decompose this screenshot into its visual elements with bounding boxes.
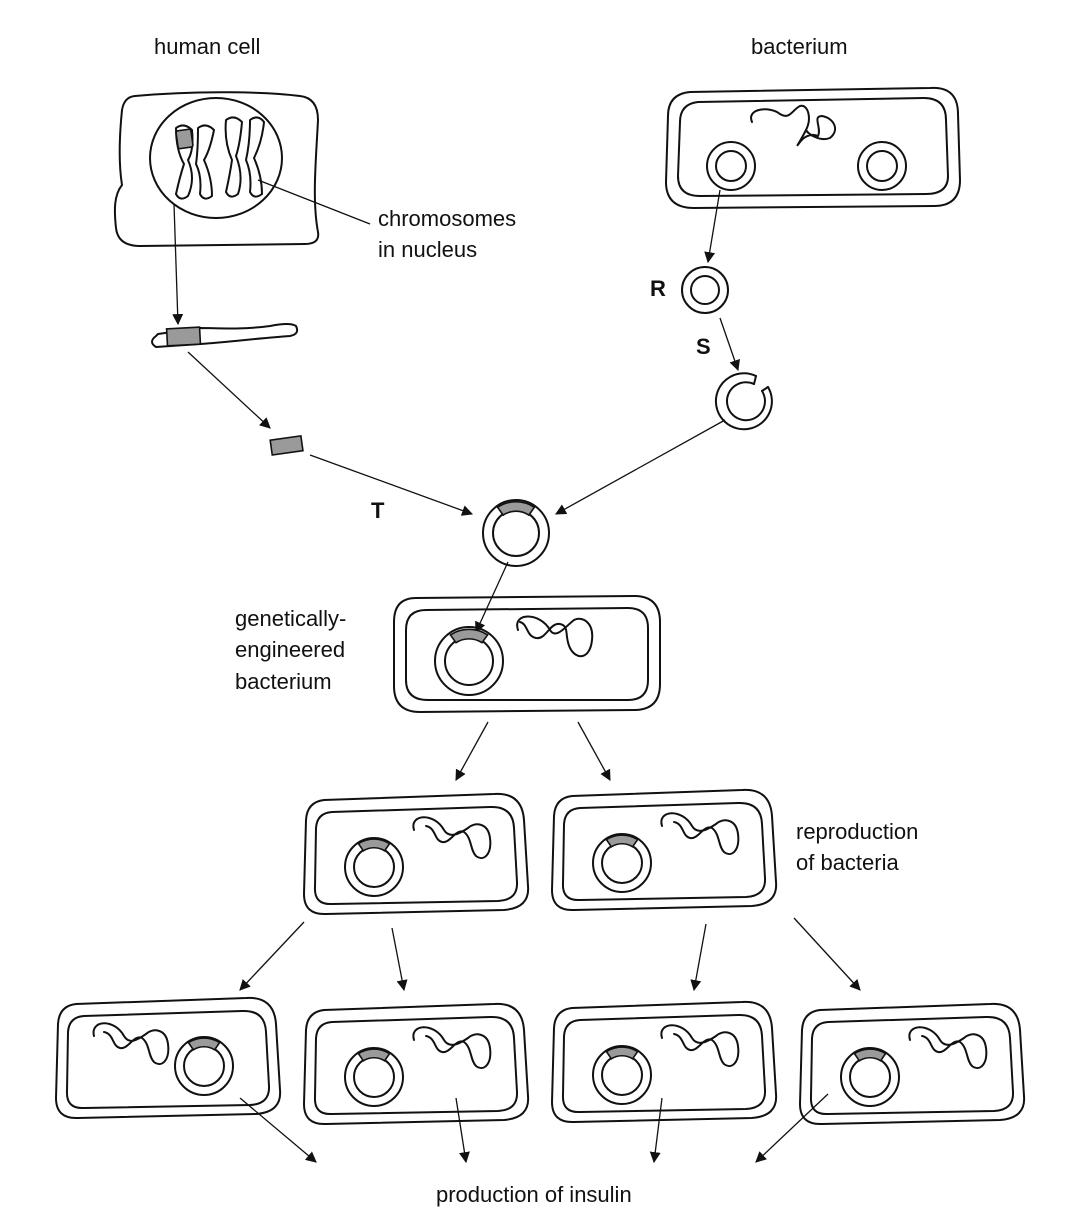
label-human-cell: human cell — [154, 34, 260, 59]
arrow-insulin-2 — [455, 1097, 470, 1164]
label-reproduction-2: of bacteria — [796, 850, 899, 875]
arrow-bacterium-to-plasmid — [704, 189, 721, 264]
chromosome-pointer — [257, 179, 371, 225]
bacterium-gen3-3 — [551, 1000, 778, 1124]
arrow-insulin-3 — [649, 1097, 663, 1164]
arrow-gen3-4 — [793, 917, 861, 991]
label-ge-3: bacterium — [235, 669, 332, 694]
label-reproduction-1: reproduction — [796, 819, 918, 844]
arrow-gen3-3 — [690, 923, 707, 992]
label-insulin: production of insulin — [436, 1182, 632, 1207]
arrow-reproduce-right — [577, 721, 611, 781]
arrow-insulin-1 — [239, 1097, 317, 1163]
label-chromosomes-2: in nucleus — [378, 237, 477, 262]
label-chromosomes-1: chromosomes — [378, 206, 516, 231]
arrow-dna-to-gene — [187, 351, 271, 429]
arrow-cut-to-recombinant — [555, 419, 726, 515]
arrow-gen3-2 — [391, 927, 408, 992]
label-step-r: R — [650, 276, 666, 301]
label-ge-1: genetically- — [235, 606, 346, 631]
isolated-plasmid — [681, 266, 729, 314]
bacterium-gen3-2 — [303, 1002, 530, 1126]
recombinant-plasmid — [482, 499, 550, 567]
bacterium-gen3-4 — [799, 1002, 1026, 1126]
arrow-plasmid-to-cut — [719, 317, 740, 372]
arrow-reproduce-left — [455, 721, 489, 781]
arrow-chromosome-to-dna — [172, 203, 184, 326]
arrow-gene-to-recombinant — [309, 454, 474, 516]
arrow-insulin-4 — [755, 1093, 829, 1163]
cut-plasmid — [714, 372, 773, 431]
label-step-s: S — [696, 334, 711, 359]
genetically-engineered-bacterium — [393, 595, 661, 713]
label-ge-2: engineered — [235, 637, 345, 662]
bacterium-gen3-1 — [55, 996, 282, 1120]
donor-bacterium — [665, 86, 961, 209]
arrow-gen3-1 — [239, 921, 305, 991]
human-cell — [113, 91, 320, 247]
insulin-gene — [269, 434, 304, 456]
label-bacterium: bacterium — [751, 34, 848, 59]
bacterium-gen2-left — [303, 792, 530, 916]
dna-strand — [151, 323, 299, 348]
bacterium-gen2-right — [551, 788, 778, 912]
label-step-t: T — [371, 498, 385, 523]
